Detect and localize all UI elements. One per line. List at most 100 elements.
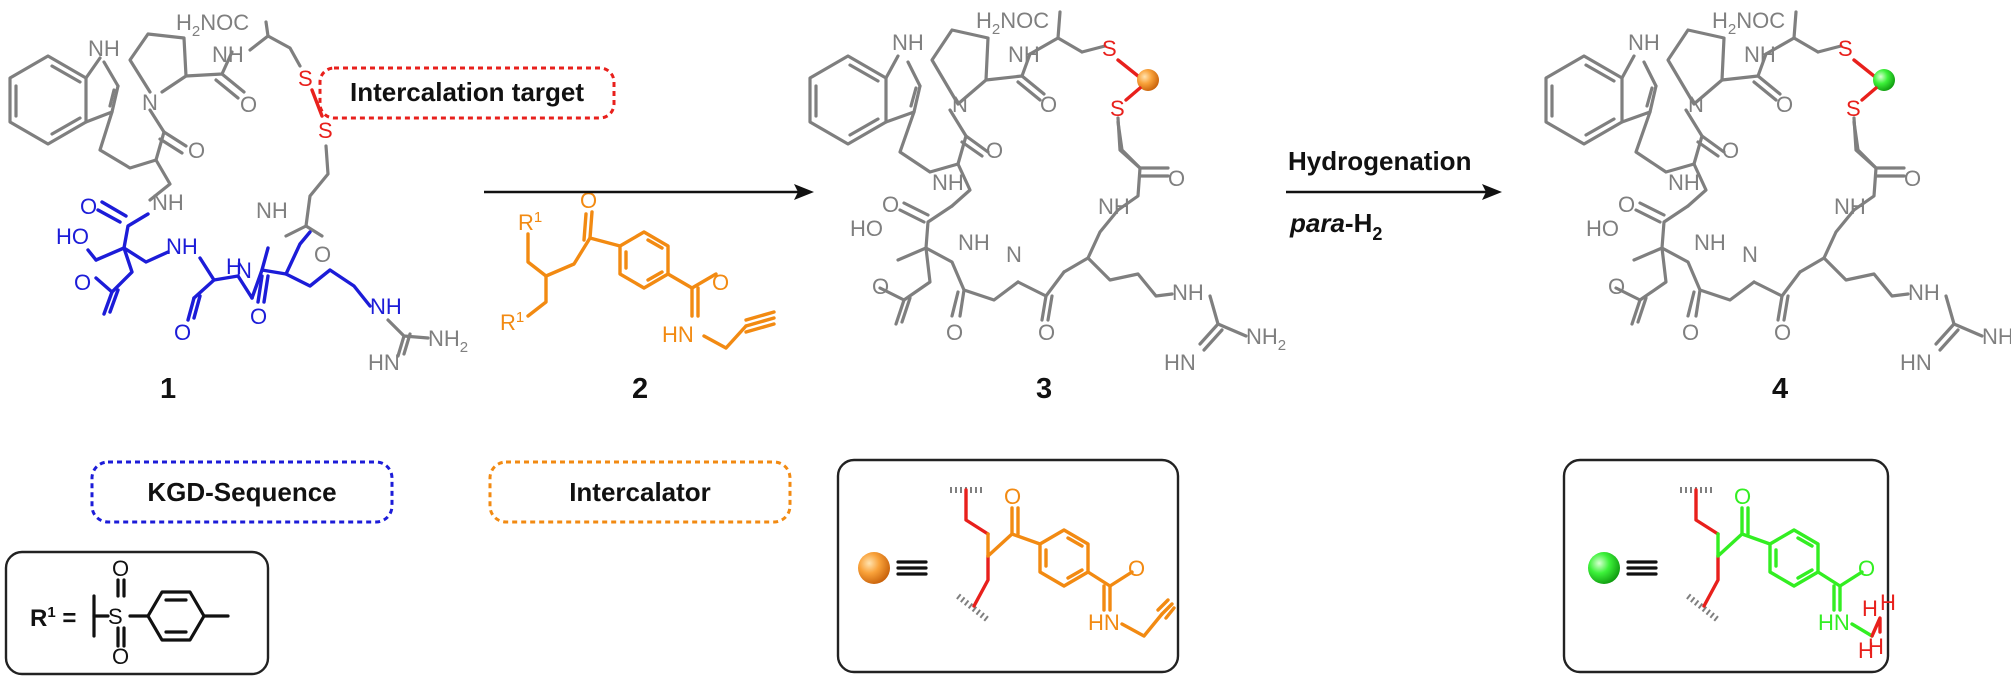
def-g-hn: HN xyxy=(1818,610,1850,635)
c4-hydrogenated-ball xyxy=(1873,69,1895,91)
c4-gly-o: O xyxy=(1682,320,1699,345)
c3-intercalator-ball xyxy=(1137,69,1159,91)
c4-asp-o2: O xyxy=(1608,274,1625,299)
c4-cys-nh: NH xyxy=(1744,42,1776,67)
c3-indole-nh: NH xyxy=(892,30,924,55)
c3-cys-o: O xyxy=(1168,166,1185,191)
c4-guan-hn: HN xyxy=(1900,350,1932,375)
trp-carbonyl-o: O xyxy=(188,138,205,163)
sulfur-2: S xyxy=(318,118,333,143)
arg-nh-side: NH xyxy=(370,294,402,319)
kgd-sequence-label: KGD-Sequence xyxy=(147,477,336,507)
intercalator-label: Intercalator xyxy=(569,477,711,507)
c4-lys-o: O xyxy=(1774,320,1791,345)
arg-o-top: O xyxy=(314,242,331,267)
c3-cys-nh: NH xyxy=(1008,42,1040,67)
pro-carbonyl-o: O xyxy=(240,92,257,117)
sulfonyl-o-top: O xyxy=(112,556,129,581)
compound-1: NH O N O NH H2NOC S S O NH NH O xyxy=(8,10,468,405)
c4-arg-nh: NH xyxy=(1834,194,1866,219)
compound-4: NH N O O NH H2NOC S S O NH NH O HO O NH … xyxy=(1544,8,2011,405)
kgd-sequence-box xyxy=(90,460,394,524)
r1-top: R1 xyxy=(518,209,542,235)
label-compound-1: 1 xyxy=(160,373,176,405)
c3-h2noc: H2NOC xyxy=(976,8,1049,38)
gly-nh: NH xyxy=(166,234,198,259)
r1-bottom: R1 xyxy=(500,309,524,335)
label-compound-3: 3 xyxy=(1036,373,1052,405)
amide-o: O xyxy=(712,270,729,295)
def-o-amide: O xyxy=(1128,556,1145,581)
c3-trp-o: O xyxy=(986,138,1003,163)
c3-guan-nh2: NH2 xyxy=(1246,324,1286,354)
intercalation-target-label: Intercalation target xyxy=(350,77,584,107)
c4-sulfur-1: S xyxy=(1838,36,1853,61)
c4-arg-side-nh: NH xyxy=(1908,280,1940,305)
c3-lys-o: O xyxy=(1038,320,1055,345)
def-h-1: H xyxy=(1880,590,1896,615)
h2noc-label: H2NOC xyxy=(176,10,249,40)
c4-pro-o: O xyxy=(1776,92,1793,117)
intercalator-definition-box xyxy=(836,458,1180,674)
guan-nh2: NH2 xyxy=(428,326,468,356)
sulfur-1: S xyxy=(298,66,313,91)
def-o-ketone: O xyxy=(1004,484,1021,509)
c4-cys-o: O xyxy=(1904,166,1921,191)
c4-asp-nh: NH xyxy=(1668,170,1700,195)
def-h-4: H xyxy=(1868,634,1884,659)
asp-o: O xyxy=(80,194,97,219)
c4-pro-n: N xyxy=(1688,92,1704,117)
intercalation-target-box xyxy=(318,66,616,120)
label-compound-4: 4 xyxy=(1772,373,1788,405)
c4-gly-nh: NH xyxy=(1694,230,1726,255)
conditions-top: Hydrogenation xyxy=(1288,146,1471,176)
def-green-ball xyxy=(1588,552,1620,584)
conditions-bottom: para-H2 xyxy=(1289,208,1382,244)
arg-nh: NH xyxy=(256,198,288,223)
def-g-o-ketone: O xyxy=(1734,484,1751,509)
def-h-2: H xyxy=(1858,638,1874,663)
gly-n: N xyxy=(236,258,252,283)
asp-ho: HO xyxy=(56,224,89,249)
cys-nh: NH xyxy=(212,42,244,67)
c3-asp-o2: O xyxy=(872,274,889,299)
def-hn: HN xyxy=(1088,610,1120,635)
compound-2: R1 O R1 O HN 2 xyxy=(500,188,776,405)
c3-asp-nh: NH xyxy=(932,170,964,195)
lys-o: O xyxy=(250,304,267,329)
pro-n: N xyxy=(142,90,158,115)
indole-nh: NH xyxy=(88,36,120,61)
hydrogenated-definition-box xyxy=(1562,458,1890,674)
c3-gly-nh: NH xyxy=(958,230,990,255)
r1-eq-label: R1 = xyxy=(30,604,76,632)
c4-asp-o: O xyxy=(1618,192,1635,217)
c3-asp-ho: HO xyxy=(850,216,883,241)
gly-h: H xyxy=(226,254,242,279)
c3-arg-nh: NH xyxy=(1098,194,1130,219)
r1-definition: R1 = S O O xyxy=(4,550,270,676)
c3-gly-n: N xyxy=(1006,242,1022,267)
def-orange-ball xyxy=(858,552,890,584)
label-compound-2: 2 xyxy=(632,373,648,405)
c3-pro-n: N xyxy=(952,92,968,117)
gly-o: O xyxy=(174,320,191,345)
reaction-arrow-2: Hydrogenation para-H2 xyxy=(1286,146,1502,244)
def-g-o-amide: O xyxy=(1858,556,1875,581)
c3-guan-hn: HN xyxy=(1164,350,1196,375)
c4-guan-nh2: NH2 xyxy=(1982,324,2011,354)
c3-asp-o: O xyxy=(882,192,899,217)
c3-sulfur-1: S xyxy=(1102,36,1117,61)
c4-trp-o: O xyxy=(1722,138,1739,163)
sulfonyl-s: S xyxy=(108,604,123,629)
intercalator-box xyxy=(488,460,792,524)
ketone-o: O xyxy=(580,188,597,213)
hydrogenated-definition: O O HN H H H H xyxy=(1562,458,1896,674)
sulfonyl-o-bottom: O xyxy=(112,644,129,669)
c3-sulfur-2: S xyxy=(1110,96,1125,121)
def-h-3: H xyxy=(1862,596,1878,621)
c4-sulfur-2: S xyxy=(1846,96,1861,121)
guan-hn: HN xyxy=(368,350,400,375)
amide-hn: HN xyxy=(662,322,694,347)
r1-definition-box xyxy=(4,550,270,676)
